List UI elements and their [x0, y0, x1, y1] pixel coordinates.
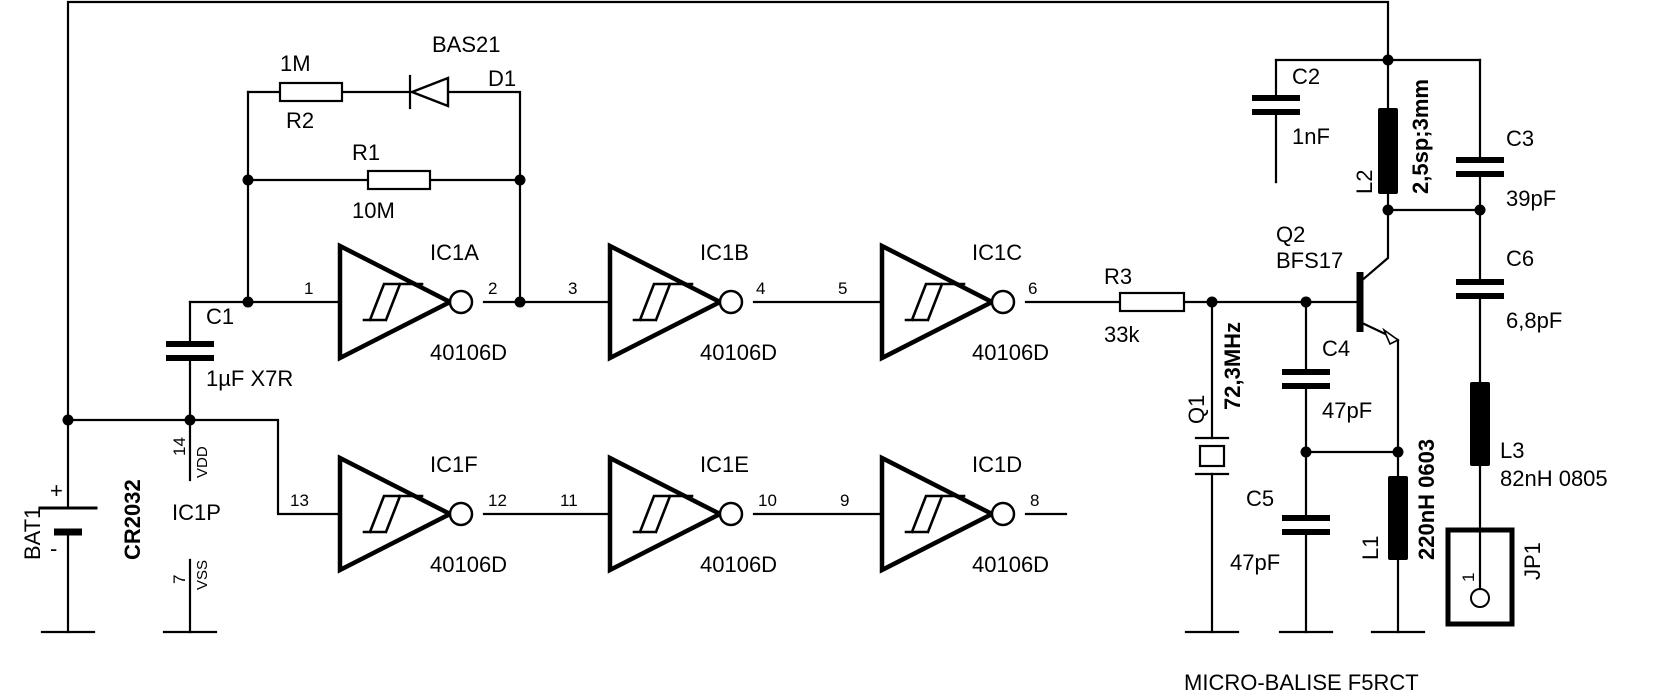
l3-value: 82nH 0805 [1500, 466, 1608, 491]
c2-capacitor-symbol [1252, 95, 1300, 115]
ic1a-part: 40106D [430, 340, 507, 365]
q1-crystal-symbol [1194, 436, 1230, 476]
c1-capacitor-symbol [166, 341, 214, 361]
ic1c-pin-in: 5 [838, 279, 847, 298]
c4-value: 47pF [1322, 398, 1372, 423]
ic1a-pin-out: 2 [488, 279, 497, 298]
d1-diode-symbol [408, 74, 450, 110]
ic1f-ref: IC1F [430, 452, 478, 477]
bat1-plus: + [50, 478, 63, 503]
ic1f-pin-out: 12 [488, 491, 507, 510]
c1-value: 1µF X7R [206, 366, 293, 391]
c6-value: 6,8pF [1506, 308, 1562, 333]
c5-capacitor-symbol [1282, 515, 1330, 535]
jp1-ref: JP1 [1520, 542, 1545, 580]
ic1e-pin-in: 11 [560, 491, 578, 510]
d1-value: BAS21 [432, 32, 501, 57]
c5-ref: C5 [1246, 486, 1274, 511]
c6-capacitor-symbol [1456, 279, 1504, 299]
page-title: MICRO-BALISE F5RCT [1184, 670, 1419, 695]
ic1d-pin-in: 9 [840, 491, 849, 510]
r3-value: 33k [1104, 322, 1140, 347]
q2-value: BFS17 [1276, 248, 1343, 273]
ic1f-part: 40106D [430, 552, 507, 577]
c1-ref: C1 [206, 304, 234, 329]
ic1b-pin-in: 3 [568, 279, 577, 298]
c2-value: 1nF [1292, 124, 1330, 149]
q1-value: 72,3MHz [1220, 322, 1245, 410]
jp1-connector-symbol [1445, 527, 1515, 627]
r3-body [1118, 291, 1186, 313]
jp1-pin: 1 [1459, 573, 1478, 582]
ic1c-part: 40106D [972, 340, 1049, 365]
r1-value: 10M [352, 198, 395, 223]
ic1d-pin-out: 8 [1030, 491, 1039, 510]
ic1p-pin-vdd: 14 [170, 437, 189, 456]
c4-ref: C4 [1322, 336, 1350, 361]
ic1b-pin-out: 4 [756, 279, 765, 298]
ic1e-ref: IC1E [700, 452, 749, 477]
ic1b-part: 40106D [700, 340, 777, 365]
l2-value: 2,5sp;3mm [1408, 79, 1433, 194]
ic1c-pin-out: 6 [1028, 279, 1037, 298]
l3-inductor-body [1470, 382, 1490, 466]
ic1c-ref: IC1C [972, 240, 1022, 265]
r1-body [366, 169, 432, 191]
ic1f-pin-in: 13 [290, 491, 309, 510]
ic1p-pin-vss: 7 [170, 575, 189, 584]
c4-capacitor-symbol [1282, 369, 1330, 389]
c2-ref: C2 [1292, 64, 1320, 89]
ic1d-part: 40106D [972, 552, 1049, 577]
bat1-value: CR2032 [120, 479, 145, 560]
battery-symbol [38, 506, 98, 536]
ic1a-pin-in: 1 [304, 279, 313, 298]
l1-inductor-body [1388, 476, 1408, 560]
r2-value: 1M [280, 51, 311, 76]
l3-ref: L3 [1500, 438, 1524, 463]
ic1p-ref: IC1P [172, 500, 221, 525]
l1-ref: L1 [1358, 536, 1383, 560]
l1-value: 220nH 0603 [1414, 439, 1439, 560]
ic1b-ref: IC1B [700, 240, 749, 265]
d1-ref: D1 [488, 66, 516, 91]
junctions [62, 54, 1486, 458]
r1-ref: R1 [352, 140, 380, 165]
r2-ref: R2 [286, 108, 314, 133]
ic1p-vdd-label: VDD [194, 446, 211, 478]
c3-capacitor-symbol [1456, 157, 1504, 177]
ic1p-vss-label: VSS [194, 560, 211, 590]
ic1e-pin-out: 10 [758, 491, 777, 510]
l2-ref: L2 [1352, 170, 1377, 194]
ic1d-ref: IC1D [972, 452, 1022, 477]
r3-ref: R3 [1104, 264, 1132, 289]
l2-inductor-body [1378, 108, 1398, 194]
q2-ref: Q2 [1276, 222, 1305, 247]
r2-body [278, 81, 344, 103]
ic1e-part: 40106D [700, 552, 777, 577]
q2-transistor-symbol [1356, 272, 1400, 346]
bat1-ref: BAT1 [20, 507, 45, 560]
wires [40, 0, 1482, 634]
c3-value: 39pF [1506, 186, 1556, 211]
bat1-minus: - [50, 536, 57, 561]
c6-ref: C6 [1506, 246, 1534, 271]
q1-ref: Q1 [1184, 395, 1209, 424]
ic1a-ref: IC1A [430, 240, 479, 265]
c3-ref: C3 [1506, 126, 1534, 151]
c5-value: 47pF [1230, 550, 1280, 575]
